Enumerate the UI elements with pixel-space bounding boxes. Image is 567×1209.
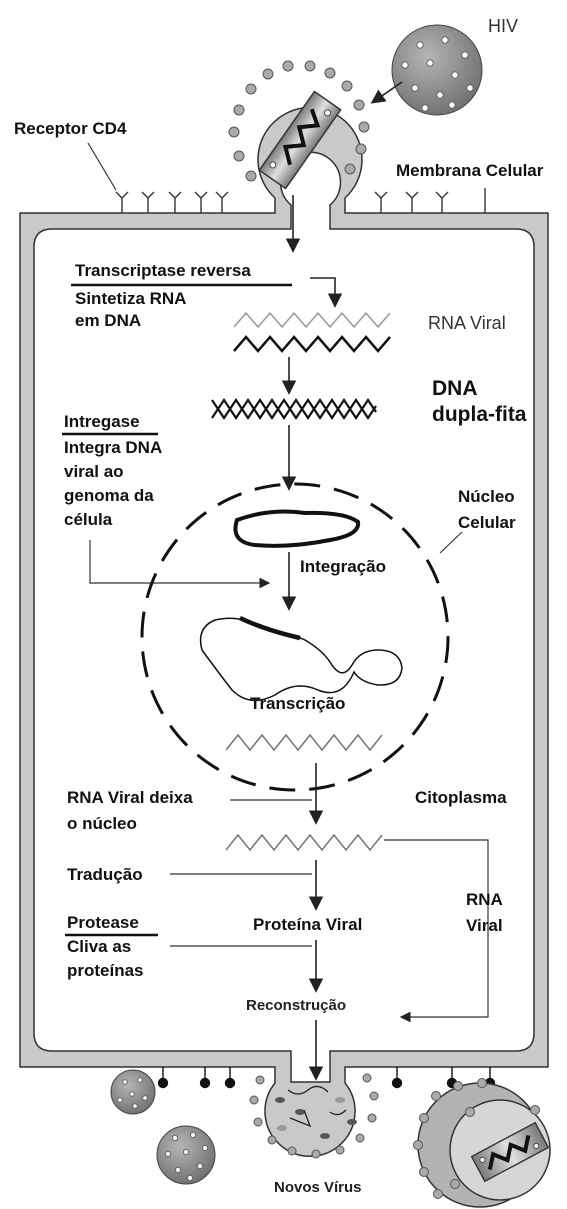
transcription-label: Transcrição [250,694,345,713]
rna-viral-top-label: RNA Viral [428,313,506,333]
new-virus-medium [157,1126,215,1184]
dna-label-line2: dupla-fita [432,403,527,426]
viral-protein-label: Proteína Viral [253,915,362,934]
rt-line2: em DNA [75,311,141,330]
protease-title: Protease [67,913,139,932]
dna-label-line1: DNA [432,377,478,400]
protease-line1: Cliva as [67,937,131,956]
mature-virion [414,1079,551,1208]
nucleus-label-line1: Núcleo [458,487,515,506]
reconstruction-label: Reconstrução [246,997,346,1014]
membrane-label: Membrana Celular [396,161,544,180]
cytoplasm-label: Citoplasma [415,788,507,807]
integration-label: Integração [300,557,386,576]
nucleus-label-line2: Celular [458,513,516,532]
new-virus-small [111,1070,155,1114]
integrase-line2: viral ao [64,462,124,481]
receptor-cd4-label: Receptor CD4 [14,119,127,138]
rna-leaves-line2: o núcleo [67,814,137,833]
hiv-label: HIV [488,16,518,36]
rt-line1: Sintetiza RNA [75,289,186,308]
integrase-line1: Integra DNA [64,438,162,457]
integrase-line4: célula [64,510,113,529]
rna-viral-side-line2: Viral [466,916,503,935]
integrase-title: Intregase [64,412,140,431]
hiv-virus [392,25,482,115]
new-viruses-label: Novos Vírus [274,1179,362,1196]
rt-title: Transcriptase reversa [75,261,251,280]
integrase-line3: genoma da [64,486,154,505]
rna-viral-side-line1: RNA [466,890,503,909]
protease-line2: proteínas [67,961,144,980]
rna-leaves-line1: RNA Viral deixa [67,788,193,807]
receptor-leader-line [88,143,116,190]
translation-label: Tradução [67,865,143,884]
